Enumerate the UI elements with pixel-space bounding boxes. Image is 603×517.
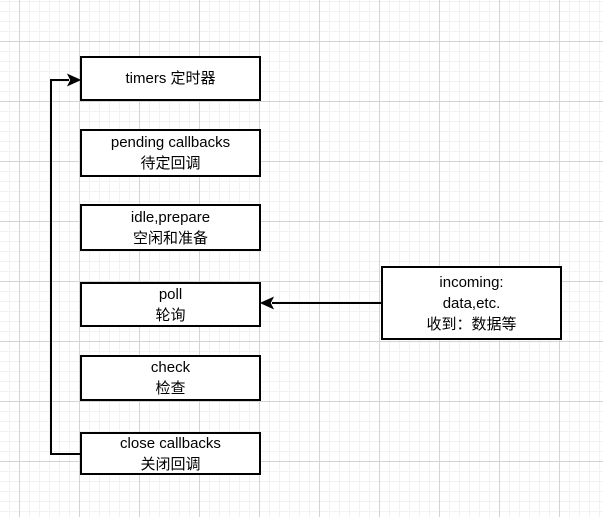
node-incoming-line2: data,etc. <box>442 294 501 312</box>
node-poll: poll 轮询 <box>80 282 261 327</box>
node-pending-callbacks-label: pending callbacks <box>110 134 231 151</box>
node-idle-prepare-label-zh: 空闲和准备 <box>132 229 208 247</box>
node-pending-callbacks: pending callbacks 待定回调 <box>80 129 261 177</box>
node-close-callbacks-label-zh: 关闭回调 <box>140 455 201 473</box>
node-timers-label: timers 定时器 <box>125 70 216 87</box>
node-check-label: check <box>150 359 191 376</box>
loopback-connector-line <box>50 79 80 455</box>
node-close-callbacks: close callbacks 关闭回调 <box>80 432 261 475</box>
node-pending-callbacks-label-zh: 待定回调 <box>140 155 201 172</box>
node-incoming-data: incoming: data,etc. 收到：数据等 <box>381 266 562 340</box>
node-timers: timers 定时器 <box>80 56 261 101</box>
node-close-callbacks-label: close callbacks <box>120 434 221 452</box>
node-check: check 检查 <box>80 355 261 401</box>
node-idle-prepare: idle,prepare 空闲和准备 <box>80 204 261 251</box>
incoming-arrowhead-icon <box>259 296 275 310</box>
loopback-arrowhead-icon <box>66 73 82 87</box>
node-incoming-line3: 收到：数据等 <box>426 315 517 333</box>
node-check-label-zh: 检查 <box>155 380 186 397</box>
node-idle-prepare-label: idle,prepare <box>130 208 211 226</box>
node-poll-label-zh: 轮询 <box>155 306 186 324</box>
node-poll-label: poll <box>158 285 183 303</box>
node-incoming-line1: incoming: <box>439 273 504 291</box>
